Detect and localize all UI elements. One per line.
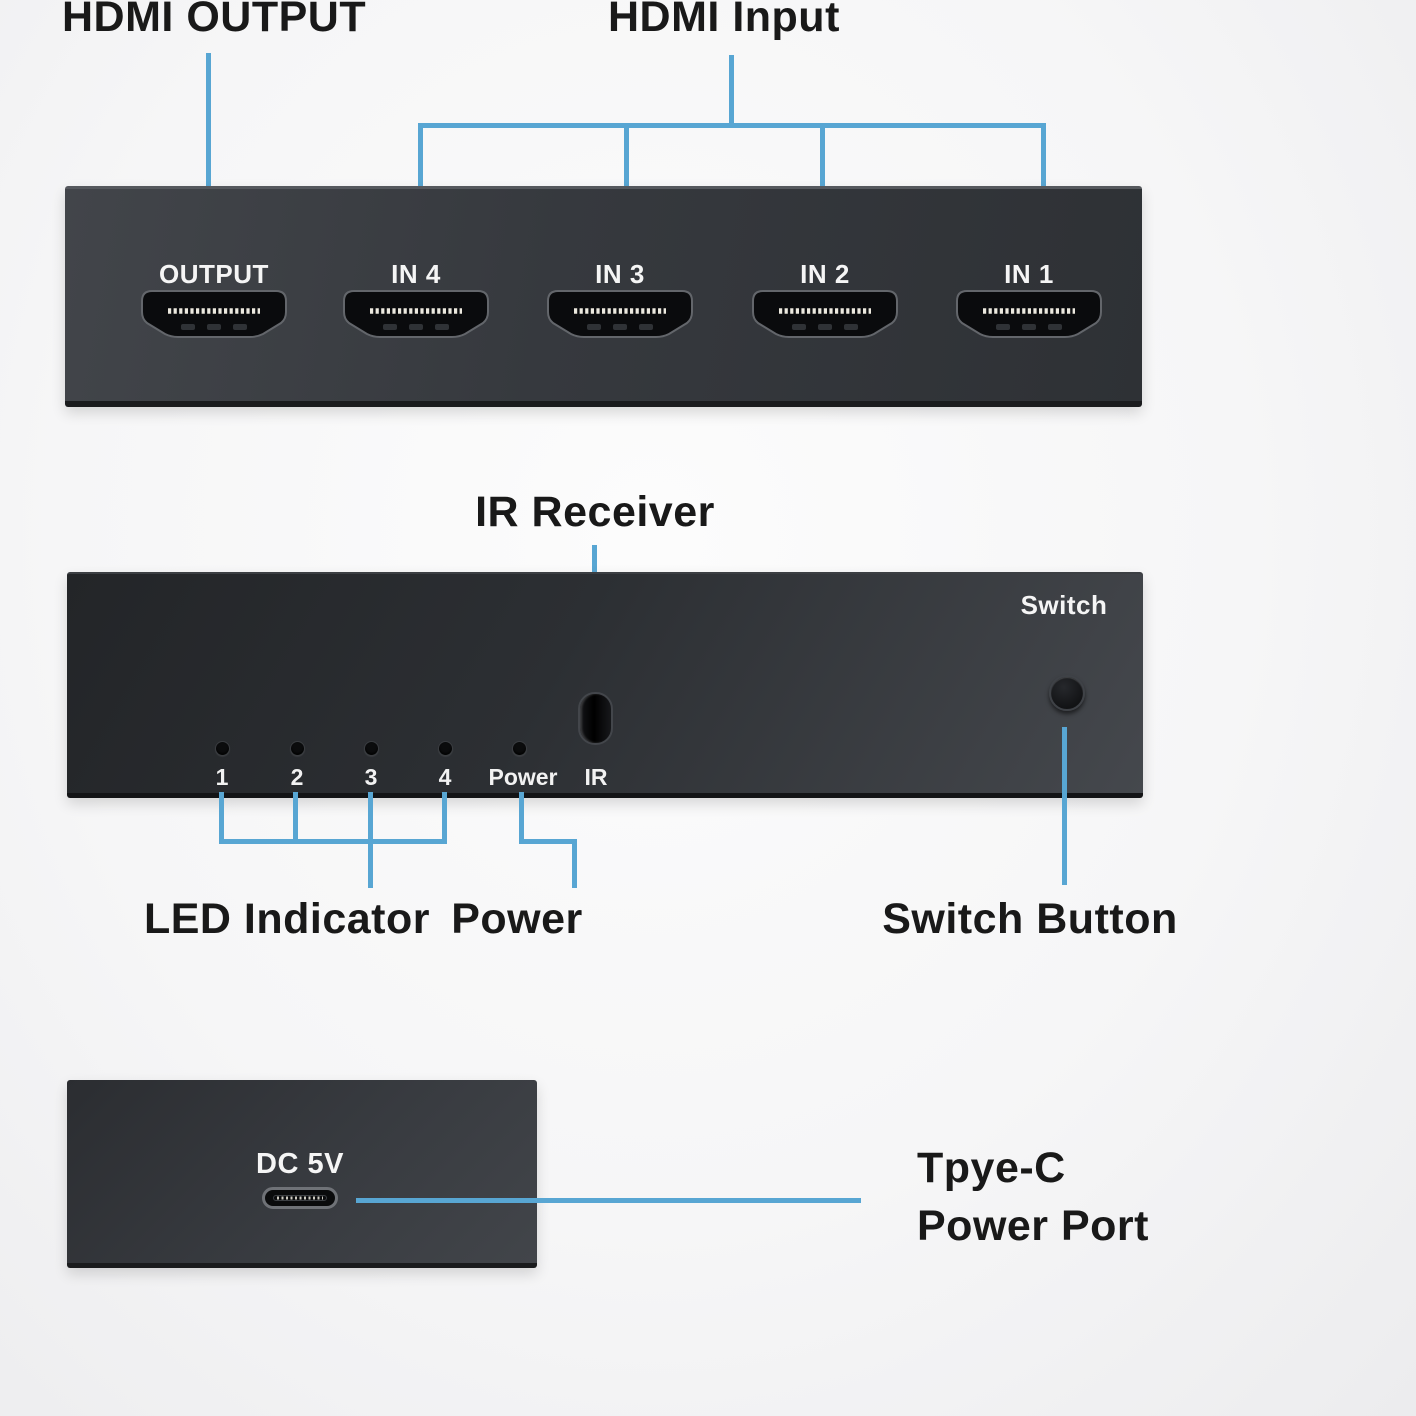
switch-panel-label: Switch [1020, 590, 1108, 620]
led-label-2: 2 [290, 764, 304, 790]
hdmi-port-icon [343, 290, 489, 338]
led-indicator-dot-3 [364, 741, 379, 756]
power-label: Power [488, 764, 558, 790]
leader-line-in3 [624, 123, 629, 233]
caption-ir-receiver: IR Receiver [475, 488, 715, 536]
leader-line-type-c [356, 1198, 861, 1203]
leader-line-output [206, 53, 211, 233]
leader-line-led1 [219, 792, 224, 844]
leader-line-in4 [418, 123, 423, 233]
ir-label: IR [584, 764, 608, 790]
led-label-4: 4 [438, 764, 452, 790]
led-indicator-dot-4 [438, 741, 453, 756]
usb-c-port [262, 1187, 338, 1209]
ir-receiver-window [578, 692, 613, 745]
hdmi-port-icon [752, 290, 898, 338]
port-label-in3: IN 3 [595, 259, 645, 289]
rear-panel: OUTPUT IN 4 IN 3 IN 2 [65, 186, 1142, 407]
leader-line-led4 [442, 792, 447, 844]
leader-line-switch [1062, 727, 1067, 885]
leader-line-input-bar [418, 123, 1046, 128]
hdmi-port-icon [956, 290, 1102, 338]
caption-hdmi-input: HDMI Input [608, 0, 840, 41]
led-indicator-dot-1 [215, 741, 230, 756]
usb-c-port-pins [277, 1196, 323, 1200]
leader-line-power-tail [572, 839, 577, 888]
led-label-3: 3 [364, 764, 378, 790]
leader-line-in2 [820, 123, 825, 233]
led-indicator-dot-2 [290, 741, 305, 756]
power-led-dot [512, 741, 527, 756]
caption-type-c-line1: Tpye-C [917, 1144, 1066, 1192]
port-label-output: OUTPUT [159, 259, 269, 289]
port-label-in4: IN 4 [391, 259, 441, 289]
leader-line-led-bar [219, 839, 447, 844]
leader-line-power-drop [519, 792, 524, 844]
leader-line-led2 [293, 792, 298, 844]
port-label-in2: IN 2 [800, 259, 850, 289]
caption-type-c-line2: Power Port [917, 1202, 1149, 1250]
leader-line-power-jog [519, 839, 577, 844]
caption-switch-button: Switch Button [882, 895, 1178, 943]
led-label-1: 1 [215, 764, 229, 790]
port-label-in1: IN 1 [1004, 259, 1054, 289]
caption-power: Power [451, 895, 583, 943]
hdmi-port-icon [547, 290, 693, 338]
hdmi-port-icon [141, 290, 287, 338]
dc5v-label: DC 5V [256, 1148, 344, 1180]
switch-button [1049, 675, 1085, 711]
leader-line-in1 [1041, 123, 1046, 233]
leader-line-input-stem [729, 55, 734, 128]
caption-hdmi-output: HDMI OUTPUT [62, 0, 367, 41]
front-panel: Switch 1 2 3 4 Power IR [67, 572, 1143, 798]
caption-led-indicator: LED Indicator [143, 895, 431, 943]
usb-c-port-inner [273, 1195, 327, 1201]
side-panel: DC 5V [67, 1080, 537, 1268]
